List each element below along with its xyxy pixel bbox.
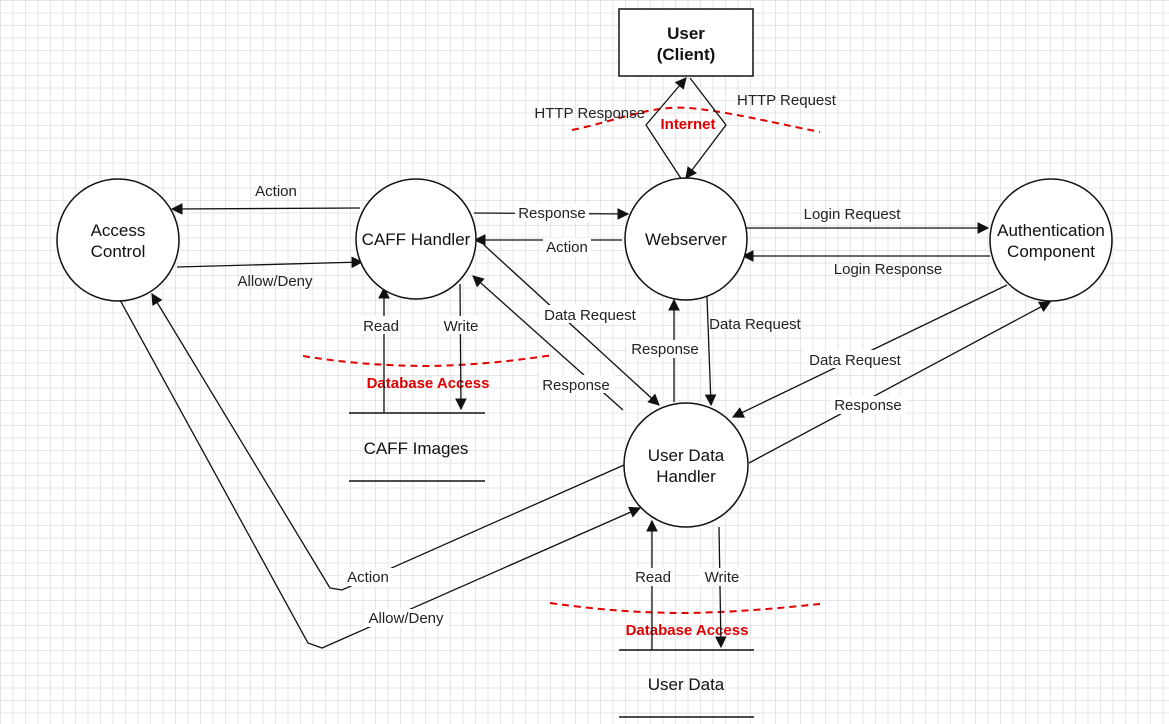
user-db-access-label: Database Access <box>626 622 749 639</box>
user-label: User <box>667 24 705 43</box>
access-control-process: Access Control <box>56 178 180 302</box>
caff-write-flow: Write <box>440 283 482 411</box>
webserver-data-request-flow: Data Request <box>704 296 802 407</box>
caff-to-webserver-response-flow: Response <box>473 204 630 222</box>
caff-data-request-label: Data Request <box>544 307 637 324</box>
udh-caff-response-label: Response <box>542 377 610 394</box>
access-control-to-udh-allow-flow: Allow/Deny <box>119 299 642 649</box>
access-control-label-line1: Access <box>91 221 146 240</box>
caff-response-label: Response <box>518 205 586 222</box>
udh-write-flow: Write <box>700 526 744 649</box>
caff-to-access-control-action-flow: Action <box>170 183 361 215</box>
user-data-handler-process: User Data Handler <box>623 402 749 528</box>
caff-allow-deny-label: Allow/Deny <box>237 273 313 290</box>
udh-to-caff-response-flow: Response <box>472 275 624 411</box>
udh-to-auth-response-flow: Response <box>748 301 1052 464</box>
webserver-process: Webserver <box>624 177 748 301</box>
web-data-request-label: Data Request <box>709 316 802 333</box>
udh-action-label: Action <box>347 569 389 586</box>
user-db-access-boundary: Database Access <box>549 602 821 639</box>
caff-db-access-boundary: Database Access <box>302 354 554 392</box>
web-action-label: Action <box>546 239 588 256</box>
udh-label-line2: Handler <box>656 467 716 486</box>
udh-web-response-label: Response <box>631 341 699 358</box>
caff-images-label: CAFF Images <box>364 439 469 458</box>
http-response-label: HTTP Response <box>534 105 645 122</box>
caff-data-request-flow: Data Request <box>483 244 660 406</box>
udh-to-webserver-response-flow: Response <box>628 298 704 402</box>
caff-db-access-label: Database Access <box>367 375 490 392</box>
login-request-flow: Login Request <box>744 206 990 234</box>
internet-boundary: Internet <box>571 106 821 133</box>
caff-handler-process: CAFF Handler <box>355 178 477 300</box>
caff-read-label: Read <box>363 318 399 335</box>
caff-read-flow: Read <box>360 286 400 413</box>
access-control-to-caff-allow-flow: Allow/Deny <box>176 256 364 290</box>
user-client-entity: User (Client) <box>618 8 754 77</box>
internet-label: Internet <box>660 116 715 133</box>
authentication-component-process: Authentication Component <box>989 178 1113 302</box>
auth-data-request-label: Data Request <box>809 352 902 369</box>
udh-read-label: Read <box>635 569 671 586</box>
webserver-label: Webserver <box>645 230 727 249</box>
http-request-flow: HTTP Request <box>685 77 837 179</box>
udh-label-line1: User Data <box>648 446 725 465</box>
caff-images-store: CAFF Images <box>349 412 485 482</box>
udh-auth-response-label: Response <box>834 397 902 414</box>
client-label: (Client) <box>657 45 716 64</box>
login-response-flow: Login Response <box>741 250 990 278</box>
caff-action-label: Action <box>255 183 297 200</box>
udh-write-label: Write <box>705 569 740 586</box>
caff-write-label: Write <box>444 318 479 335</box>
login-response-label: Login Response <box>834 261 942 278</box>
auth-data-request-flow: Data Request <box>731 284 1008 418</box>
udh-allow-deny-label: Allow/Deny <box>368 610 444 627</box>
udh-to-access-control-action-flow: Action <box>151 292 625 591</box>
http-response-flow: HTTP Response <box>534 77 687 181</box>
access-control-label-line2: Control <box>91 242 146 261</box>
login-request-label: Login Request <box>804 206 902 223</box>
caff-handler-label: CAFF Handler <box>362 230 471 249</box>
webserver-to-caff-action-flow: Action <box>473 234 622 256</box>
user-data-label: User Data <box>648 675 725 694</box>
user-data-store: User Data <box>619 649 754 718</box>
auth-label-line2: Component <box>1007 242 1095 261</box>
http-request-label: HTTP Request <box>737 92 837 109</box>
auth-label-line1: Authentication <box>997 221 1105 240</box>
udh-read-flow: Read <box>632 519 674 650</box>
